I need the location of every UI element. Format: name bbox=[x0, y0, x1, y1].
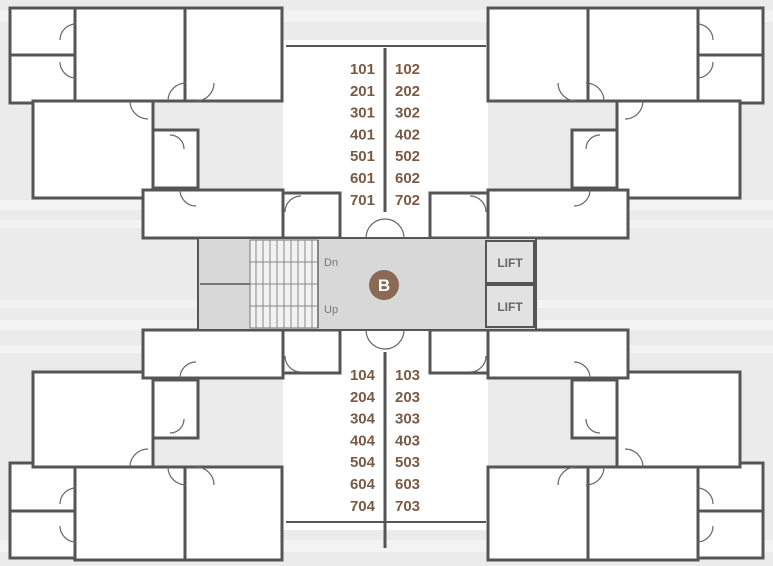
top-unit-right: 502 bbox=[395, 148, 420, 165]
room bbox=[486, 6, 590, 103]
room bbox=[615, 370, 742, 469]
bottom-unit-left: 504 bbox=[350, 454, 376, 471]
staircase: Dn Up bbox=[200, 239, 338, 329]
room bbox=[615, 99, 742, 200]
stair-up-label: Up bbox=[324, 304, 338, 316]
bottom-unit-right: 203 bbox=[395, 389, 420, 406]
room bbox=[141, 188, 285, 240]
block-badge: B bbox=[369, 270, 399, 300]
apartment-bottom-right bbox=[428, 328, 765, 562]
room bbox=[570, 378, 619, 440]
room bbox=[151, 378, 200, 440]
room bbox=[31, 370, 155, 469]
room bbox=[183, 465, 284, 562]
room bbox=[8, 53, 77, 105]
top-unit-left: 101 bbox=[350, 61, 375, 78]
room bbox=[73, 465, 187, 562]
stair-down-label: Dn bbox=[324, 257, 338, 269]
bottom-unit-left: 104 bbox=[350, 367, 376, 384]
block-label: B bbox=[378, 276, 390, 295]
room bbox=[696, 53, 765, 105]
top-unit-right: 202 bbox=[395, 83, 420, 100]
lift-2-label: LIFT bbox=[497, 300, 523, 314]
room bbox=[8, 6, 77, 57]
room bbox=[486, 465, 590, 562]
room bbox=[586, 465, 700, 562]
bottom-unit-right: 603 bbox=[395, 476, 420, 493]
bottom-unit-left: 304 bbox=[350, 411, 376, 428]
top-unit-left: 701 bbox=[350, 192, 375, 209]
lift-shafts: LIFT LIFT bbox=[485, 240, 535, 328]
bottom-unit-numbers: 104 103 204 203 304 303 404 403 504 503 604 603 704 7… bbox=[350, 367, 420, 515]
top-unit-numbers: 101 102 201 202 301 302 401 402 501 502 601 602 701 7… bbox=[350, 61, 420, 209]
top-unit-right: 102 bbox=[395, 61, 420, 78]
top-unit-left: 401 bbox=[350, 126, 375, 143]
room bbox=[696, 509, 765, 560]
room bbox=[8, 461, 77, 513]
room bbox=[281, 191, 342, 240]
apartment-bottom-left bbox=[8, 328, 342, 562]
top-unit-left: 201 bbox=[350, 83, 375, 100]
room bbox=[73, 6, 187, 103]
top-unit-right: 702 bbox=[395, 192, 420, 209]
top-unit-right: 302 bbox=[395, 105, 420, 122]
bottom-unit-left: 204 bbox=[350, 389, 376, 406]
room bbox=[486, 328, 630, 380]
room bbox=[428, 191, 490, 240]
lift-1-label: LIFT bbox=[497, 256, 523, 270]
top-unit-right: 402 bbox=[395, 126, 420, 143]
room bbox=[141, 328, 285, 380]
room bbox=[586, 6, 700, 103]
bottom-unit-right: 103 bbox=[395, 367, 420, 384]
apartment-top-right bbox=[428, 6, 765, 240]
room bbox=[696, 6, 765, 57]
block-badge-circle bbox=[369, 270, 399, 300]
room bbox=[31, 99, 155, 200]
room bbox=[570, 128, 619, 190]
bottom-unit-left: 404 bbox=[350, 432, 376, 449]
room bbox=[281, 328, 342, 375]
bottom-unit-right: 703 bbox=[395, 498, 420, 515]
top-unit-left: 501 bbox=[350, 148, 375, 165]
top-unit-left: 301 bbox=[350, 105, 375, 122]
top-unit-left: 601 bbox=[350, 170, 375, 187]
bottom-unit-right: 503 bbox=[395, 454, 420, 471]
room bbox=[151, 128, 200, 190]
bottom-unit-right: 303 bbox=[395, 411, 420, 428]
room bbox=[183, 6, 284, 103]
room bbox=[428, 328, 490, 375]
room bbox=[696, 461, 765, 513]
bottom-unit-right: 403 bbox=[395, 432, 420, 449]
circulation-core: Dn Up LIFT LIFT B bbox=[197, 218, 537, 350]
bottom-unit-left: 604 bbox=[350, 476, 376, 493]
top-unit-right: 602 bbox=[395, 170, 420, 187]
room bbox=[486, 188, 630, 240]
room bbox=[8, 509, 77, 560]
apartment-top-left bbox=[8, 6, 342, 240]
bottom-unit-left: 704 bbox=[350, 498, 376, 515]
